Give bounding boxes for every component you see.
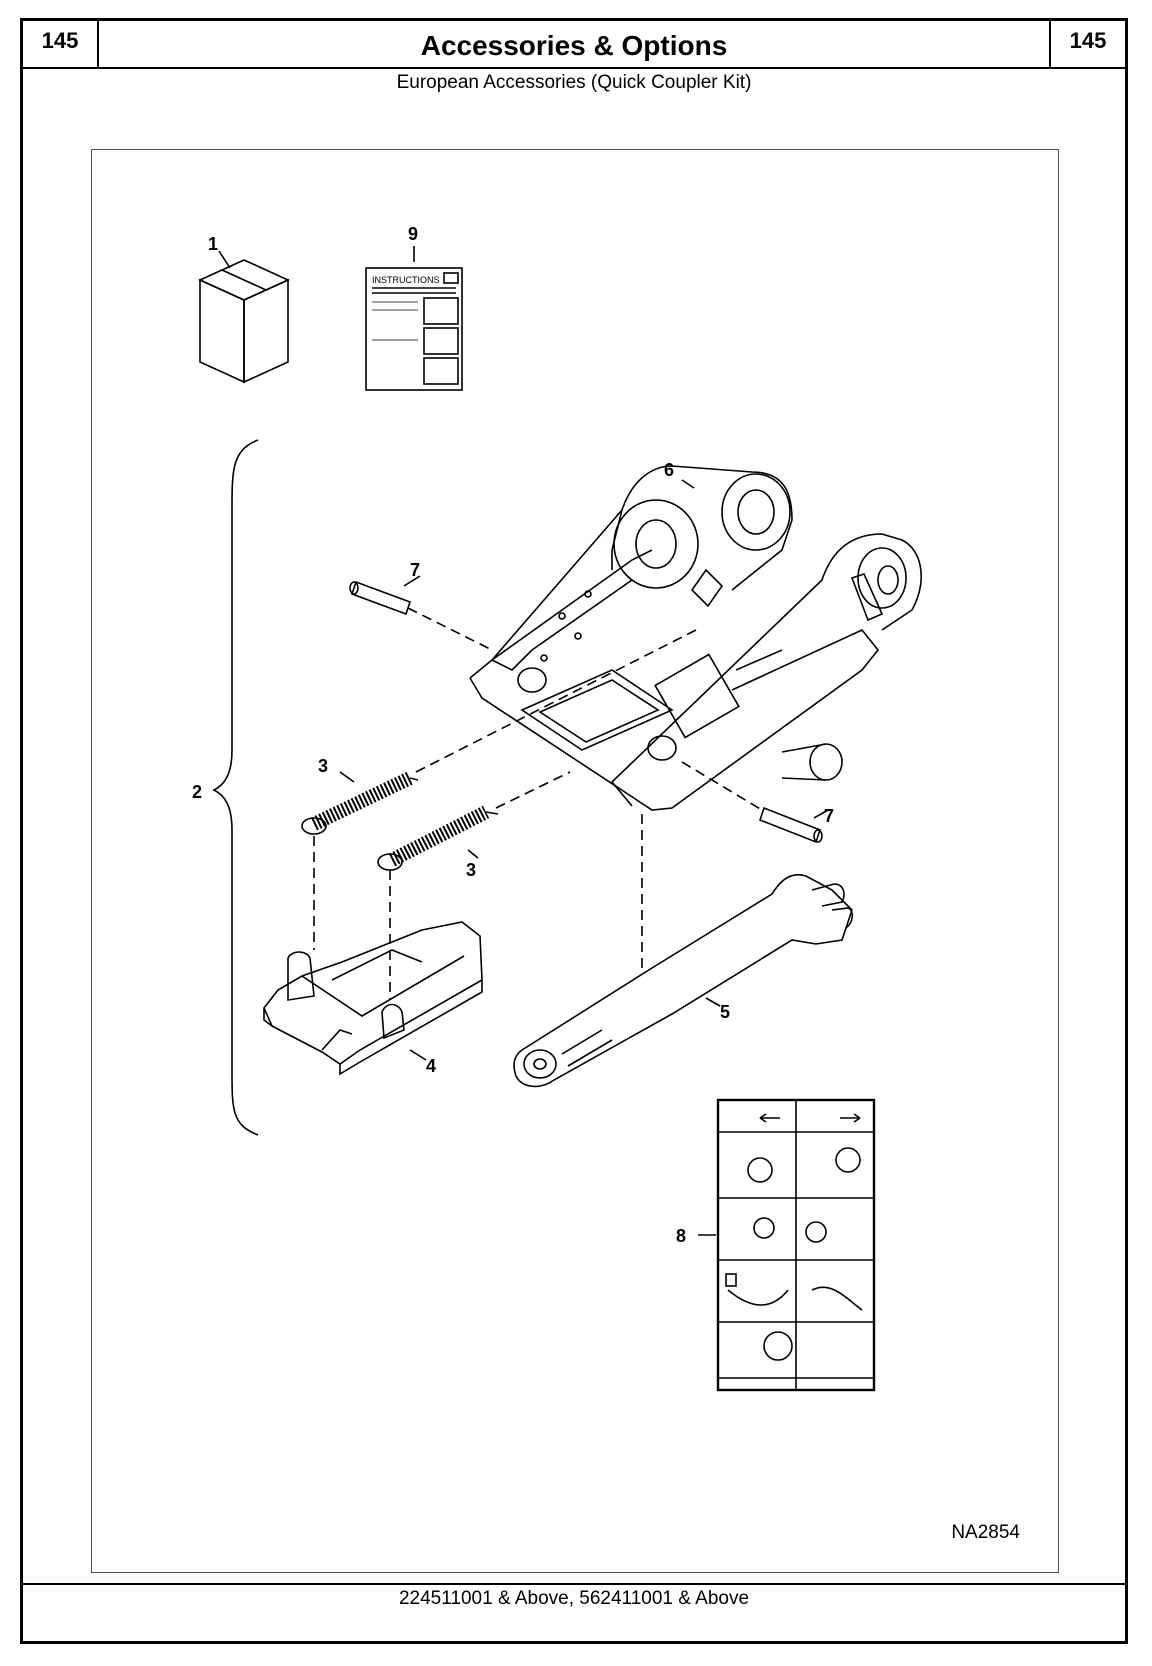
part-6-coupler-frame: [469, 465, 922, 811]
page-header: 145 Accessories & Options 145: [23, 21, 1125, 69]
part-8-decal: [716, 1098, 876, 1392]
callout-3b: 3: [466, 860, 476, 880]
kit-brace: [212, 439, 259, 1136]
pin-7-guide-upper: [407, 607, 493, 651]
spring-guide-upper: [415, 629, 697, 773]
leader-3a: [339, 771, 355, 783]
serial-range: 224511001 & Above, 562411001 & Above: [398, 1588, 750, 1609]
part-7-pin-lower: [759, 806, 823, 844]
leader-7a: [403, 575, 421, 587]
leader-5: [705, 997, 721, 1007]
part-5-release-lever: [513, 874, 854, 1088]
parts-diagram: 1 INSTRUCTIONS 9 2: [91, 149, 1059, 1573]
page-title: Accessories & Options: [420, 30, 728, 61]
part-3-spring-lower: [377, 805, 499, 871]
leader-3b: [467, 849, 479, 859]
callout-7b: 7: [824, 806, 834, 826]
callout-1: 1: [208, 234, 218, 254]
leader-6: [681, 479, 695, 489]
callout-9: 9: [408, 224, 418, 244]
callout-4: 4: [426, 1056, 436, 1076]
pin-7-guide-lower: [681, 761, 763, 811]
callout-3a: 3: [318, 756, 328, 776]
part-3-spring-upper: [301, 771, 419, 835]
leader-7b: [813, 809, 829, 819]
part-9-instructions-sheet: [365, 267, 463, 391]
leader-1: [218, 250, 231, 269]
leader-4: [409, 1049, 427, 1061]
section-subtitle: European Accessories (Quick Coupler Kit): [396, 72, 752, 93]
figure-code: NA2854: [951, 1522, 1020, 1543]
part-1-box: [198, 259, 290, 384]
callout-2: 2: [192, 782, 202, 802]
page-number-left: 145: [23, 21, 99, 67]
instructions-label: INSTRUCTIONS: [372, 275, 440, 285]
callout-8: 8: [676, 1226, 686, 1246]
callout-7a: 7: [410, 560, 420, 580]
part-7-pin-upper: [349, 580, 412, 616]
callout-5: 5: [720, 1002, 730, 1022]
page-footer: 224511001 & Above, 562411001 & Above: [23, 1583, 1125, 1621]
callout-6: 6: [664, 460, 674, 480]
page-frame: 145 Accessories & Options 145 European A…: [20, 18, 1128, 1644]
spring-guide-lower: [495, 771, 571, 809]
exploded-view-drawing: 1 INSTRUCTIONS 9 2: [192, 224, 922, 1392]
page-number-right: 145: [1049, 21, 1125, 67]
part-4-locking-wedge: [263, 921, 483, 1076]
